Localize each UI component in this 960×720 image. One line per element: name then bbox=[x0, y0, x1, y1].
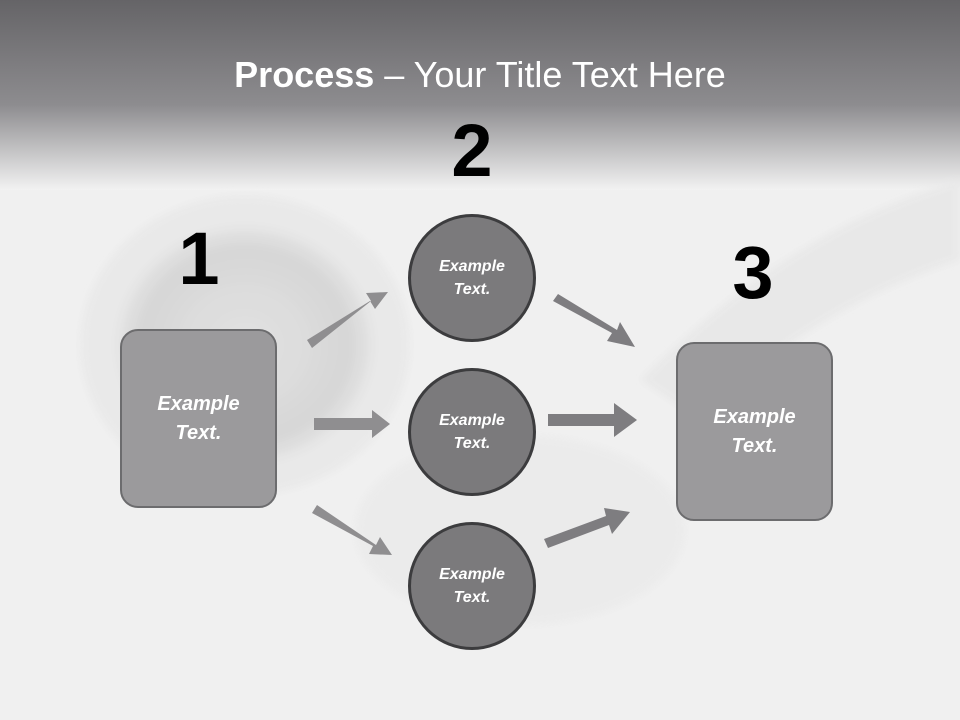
step-number-3: 3 bbox=[732, 231, 774, 314]
step-3-box: Example Text. bbox=[676, 342, 833, 521]
slide-title: Process – Your Title Text Here bbox=[0, 52, 960, 98]
circle-top-label: Example Text. bbox=[439, 258, 505, 298]
title-bold: Process bbox=[234, 54, 375, 95]
circle-middle-label: Example Text. bbox=[439, 412, 505, 452]
step-number-1: 1 bbox=[178, 217, 220, 300]
circle-middle: Example Text. bbox=[408, 368, 536, 496]
step-3-label: Example Text. bbox=[713, 405, 796, 457]
step-1-box: Example Text. bbox=[120, 329, 277, 508]
step-number-2: 2 bbox=[451, 109, 493, 192]
circle-bottom: Example Text. bbox=[408, 522, 536, 650]
circle-bottom-label: Example Text. bbox=[439, 566, 505, 606]
title-rest: – Your Title Text Here bbox=[374, 54, 726, 95]
step-1-label: Example Text. bbox=[157, 392, 240, 444]
circle-top: Example Text. bbox=[408, 214, 536, 342]
